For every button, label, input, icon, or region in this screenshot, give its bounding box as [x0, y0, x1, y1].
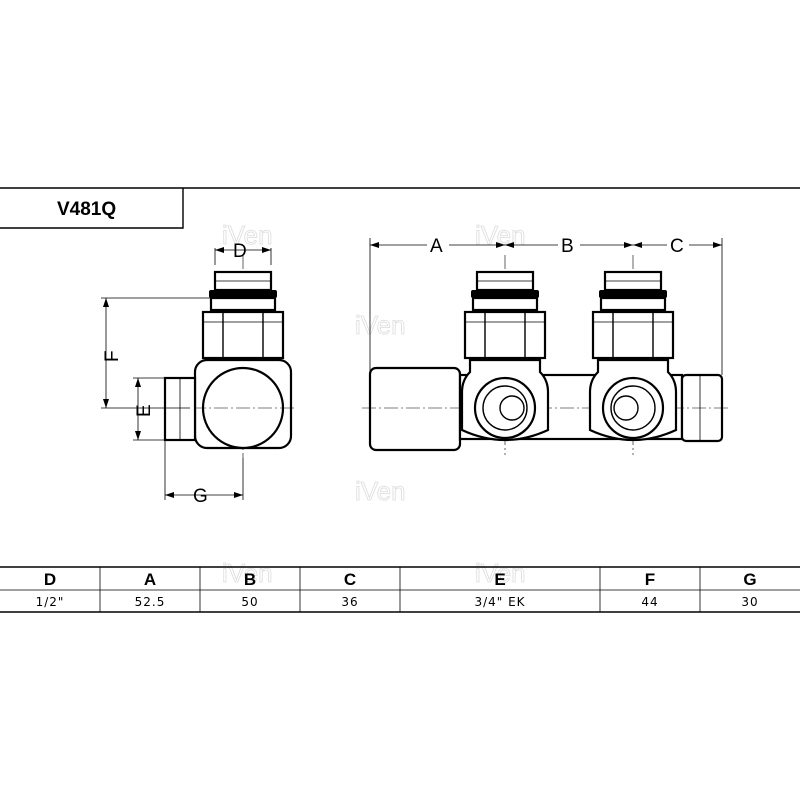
watermark-1: iVen [222, 220, 273, 250]
table-header-cell: F [645, 570, 655, 589]
front-port-bore-right [613, 395, 639, 421]
table-value-cell: 3/4" EK [474, 595, 525, 609]
front-port-bore-left [499, 395, 525, 421]
dim-c-label-bg [667, 236, 689, 256]
front-collar-right [599, 296, 667, 312]
side-nut [201, 310, 285, 360]
front-port-circle-left [473, 376, 537, 440]
side-view: D F E [101, 241, 296, 507]
dim-label-f: F [102, 350, 123, 362]
watermark-6: iVen [355, 476, 406, 506]
table-value-cell: 44 [641, 595, 658, 609]
dim-a-label-bg [427, 236, 449, 256]
front-view: A B C [362, 236, 730, 455]
front-oring-right [599, 290, 667, 298]
table-value-cell: 30 [741, 595, 758, 609]
table-header-cell: E [494, 570, 505, 589]
table-header-cell: G [743, 570, 756, 589]
watermark-8: iVen [475, 558, 526, 588]
dim-c-arrow-left [633, 242, 642, 248]
watermark-3: iVen [355, 310, 406, 340]
watermark-7: iVen [222, 558, 273, 588]
side-collar [209, 296, 277, 312]
dim-e-arrow-top [135, 378, 141, 387]
dim-d-arrow-right [262, 247, 271, 253]
table-header-cell: B [244, 570, 256, 589]
dim-b-label-bg [558, 236, 580, 256]
front-nut-left [463, 310, 547, 360]
dim-c-arrow-right [713, 242, 722, 248]
dim-label-d: D [233, 241, 247, 262]
dim-label-e: E [134, 404, 155, 417]
dimension-table: D 1/2" A 52.5 B 50 C 36 E 3/4" EK F 44 G 30 [0, 566, 800, 613]
dim-a-arrow-right [496, 242, 505, 248]
table-value-cell: 50 [241, 595, 258, 609]
title-box [0, 188, 184, 229]
front-cap-left [368, 366, 462, 452]
side-oring [209, 290, 277, 298]
dim-e-arrow-bottom [135, 431, 141, 440]
dim-f-arrow-top [103, 298, 109, 307]
table-header-cell: A [144, 570, 156, 589]
dim-label-c: C [670, 236, 684, 257]
table-header-cell: D [44, 570, 56, 589]
dim-a-arrow-left [370, 242, 379, 248]
model-title: V481Q [57, 199, 116, 220]
table-columns: D 1/2" A 52.5 B 50 C 36 E 3/4" EK F 44 G 30 [36, 567, 758, 612]
dim-d-arrow-left [215, 247, 224, 253]
dim-b-arrow-left [505, 242, 514, 248]
dim-label-a: A [430, 236, 443, 257]
front-port-inner-left [482, 385, 528, 431]
dim-g-arrow-left [165, 492, 174, 498]
front-nut-right [591, 310, 675, 360]
front-oring-left [471, 290, 539, 298]
dim-b-arrow-right [624, 242, 633, 248]
dim-label-b: B [561, 236, 574, 257]
dim-f-arrow-bottom [103, 399, 109, 408]
dim-label-g: G [193, 486, 208, 507]
front-collar-left [471, 296, 539, 312]
dim-g-arrow-right [234, 492, 243, 498]
front-port-circle-right [601, 376, 665, 440]
front-port-inner-right [610, 385, 656, 431]
table-value-cell: 36 [341, 595, 358, 609]
table-header-cell: C [344, 570, 356, 589]
table-value-cell: 1/2" [36, 595, 65, 609]
table-value-cell: 52.5 [135, 595, 166, 609]
